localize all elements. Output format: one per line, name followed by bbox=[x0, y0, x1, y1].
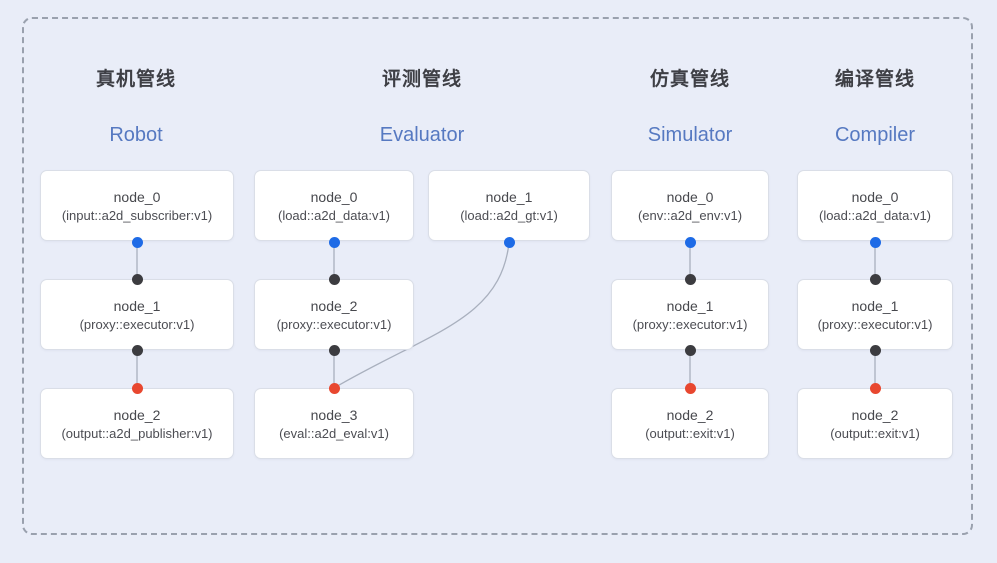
node-spec: (input::a2d_subscriber:v1) bbox=[61, 207, 213, 223]
black-port-dot bbox=[131, 344, 143, 356]
compiler-node-2-box: node_2 (output::exit:v1) bbox=[797, 388, 953, 459]
black-port-dot bbox=[869, 344, 881, 356]
simulator-node-2-box: node_2 (output::exit:v1) bbox=[611, 388, 769, 459]
simulator-pipeline-title-zh: 仿真管线 bbox=[649, 69, 731, 90]
blue-port-dot bbox=[684, 236, 696, 248]
blue-port-dot bbox=[503, 236, 515, 248]
node-name: node_2 bbox=[310, 297, 358, 314]
node-name: node_1 bbox=[113, 297, 161, 314]
evaluator-node-3-box: node_3 (eval::a2d_eval:v1) bbox=[254, 388, 414, 459]
node-name: node_2 bbox=[666, 406, 714, 423]
red-port-dot bbox=[131, 382, 143, 394]
evaluator-node-0-box: node_0 (load::a2d_data:v1) bbox=[254, 170, 414, 241]
compiler-pipeline-title-zh: 编译管线 bbox=[834, 69, 916, 90]
node-name: node_1 bbox=[485, 188, 533, 205]
red-port-dot bbox=[684, 382, 696, 394]
robot-node-0-box: node_0 (input::a2d_subscriber:v1) bbox=[40, 170, 234, 241]
black-port-dot bbox=[684, 273, 696, 285]
node-spec: (proxy::executor:v1) bbox=[79, 316, 195, 332]
diagram-dashed-frame bbox=[22, 17, 973, 535]
edge-evaluator-n1-n3-curve bbox=[333, 242, 510, 389]
compiler-pipeline-title-en: Compiler bbox=[834, 124, 916, 146]
evaluator-pipeline-title-zh: 评测管线 bbox=[381, 69, 463, 90]
simulator-pipeline-title-en: Simulator bbox=[647, 124, 733, 146]
simulator-node-0-box: node_0 (env::a2d_env:v1) bbox=[611, 170, 769, 241]
node-spec: (load::a2d_gt:v1) bbox=[460, 207, 558, 223]
evaluator-node-1-box: node_1 (load::a2d_gt:v1) bbox=[428, 170, 590, 241]
robot-pipeline-title-zh: 真机管线 bbox=[95, 69, 177, 90]
robot-node-2-box: node_2 (output::a2d_publisher:v1) bbox=[40, 388, 234, 459]
node-name: node_3 bbox=[310, 406, 358, 423]
blue-port-dot bbox=[131, 236, 143, 248]
simulator-node-1-box: node_1 (proxy::executor:v1) bbox=[611, 279, 769, 350]
node-name: node_2 bbox=[851, 406, 899, 423]
blue-port-dot bbox=[869, 236, 881, 248]
node-spec: (eval::a2d_eval:v1) bbox=[279, 425, 389, 441]
compiler-node-0-box: node_0 (load::a2d_data:v1) bbox=[797, 170, 953, 241]
red-port-dot bbox=[328, 382, 340, 394]
node-spec: (load::a2d_data:v1) bbox=[818, 207, 932, 223]
node-name: node_1 bbox=[851, 297, 899, 314]
node-spec: (load::a2d_data:v1) bbox=[277, 207, 391, 223]
node-spec: (env::a2d_env:v1) bbox=[637, 207, 743, 223]
node-spec: (output::exit:v1) bbox=[830, 425, 920, 441]
node-name: node_0 bbox=[851, 188, 899, 205]
blue-port-dot bbox=[328, 236, 340, 248]
node-name: node_2 bbox=[113, 406, 161, 423]
node-name: node_0 bbox=[113, 188, 161, 205]
black-port-dot bbox=[869, 273, 881, 285]
node-name: node_0 bbox=[310, 188, 358, 205]
node-name: node_0 bbox=[666, 188, 714, 205]
black-port-dot bbox=[684, 344, 696, 356]
black-port-dot bbox=[328, 273, 340, 285]
robot-node-1-box: node_1 (proxy::executor:v1) bbox=[40, 279, 234, 350]
compiler-node-1-box: node_1 (proxy::executor:v1) bbox=[797, 279, 953, 350]
black-port-dot bbox=[328, 344, 340, 356]
evaluator-pipeline-title-en: Evaluator bbox=[379, 124, 465, 146]
node-spec: (proxy::executor:v1) bbox=[817, 316, 933, 332]
red-port-dot bbox=[869, 382, 881, 394]
evaluator-node-2-box: node_2 (proxy::executor:v1) bbox=[254, 279, 414, 350]
node-spec: (proxy::executor:v1) bbox=[276, 316, 392, 332]
node-spec: (output::exit:v1) bbox=[645, 425, 735, 441]
node-spec: (proxy::executor:v1) bbox=[632, 316, 748, 332]
node-spec: (output::a2d_publisher:v1) bbox=[61, 425, 213, 441]
black-port-dot bbox=[131, 273, 143, 285]
robot-pipeline-title-en: Robot bbox=[109, 124, 163, 146]
node-name: node_1 bbox=[666, 297, 714, 314]
